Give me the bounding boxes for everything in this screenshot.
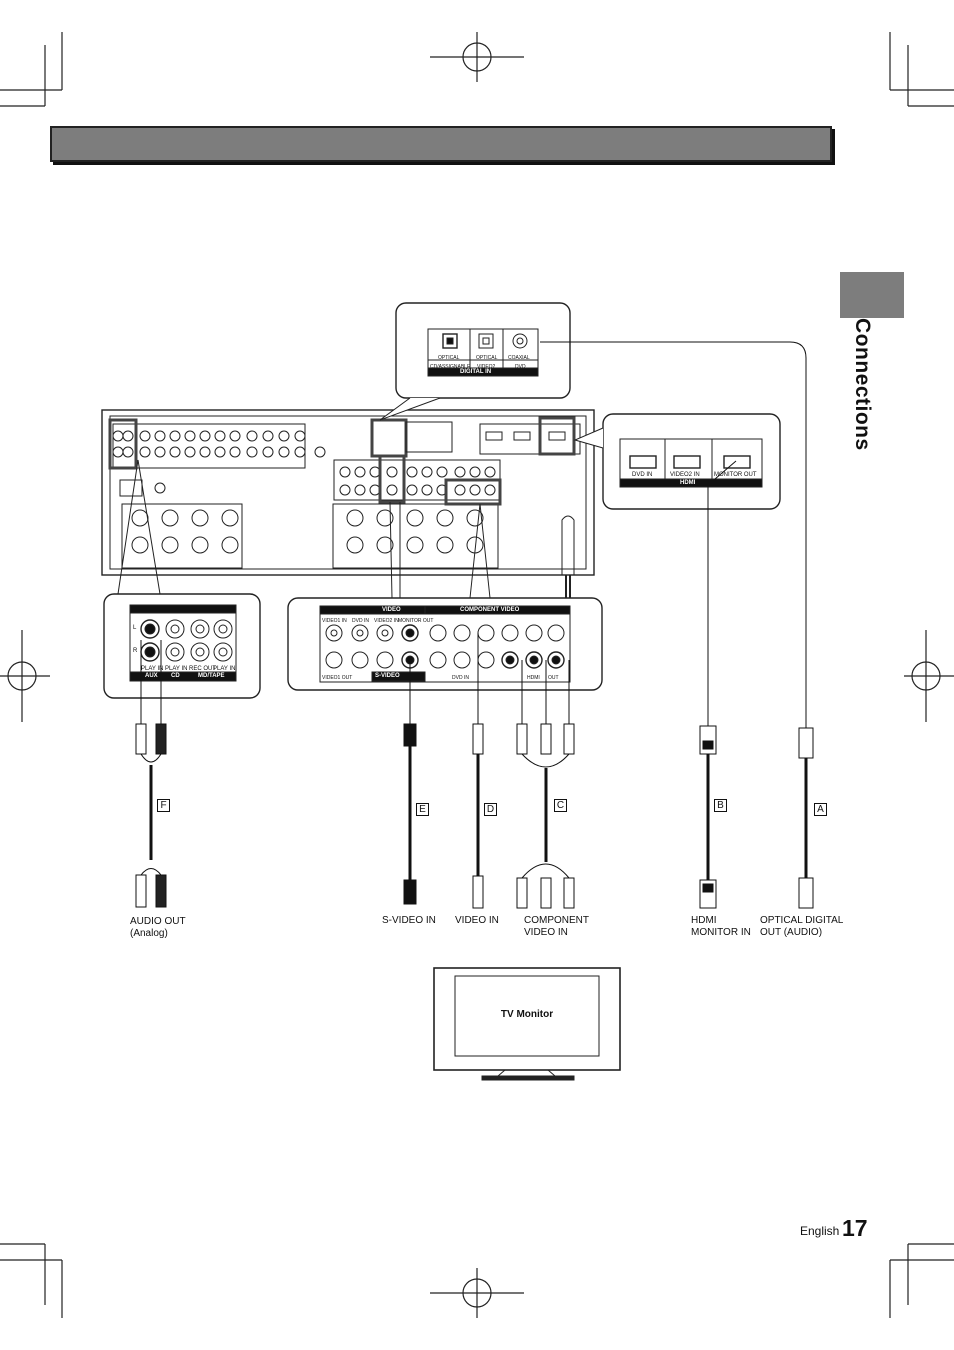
video-callout [287, 501, 603, 691]
video-monitor-out-label: MONITOR OUT [398, 618, 434, 624]
receiver-rear-panel [101, 409, 595, 576]
component-hdmi-label: HDMI [527, 675, 540, 681]
header-bar [50, 126, 832, 162]
receiver-speaker-terminals [121, 503, 499, 569]
cables [135, 341, 814, 909]
digital-in-callout [379, 302, 571, 421]
hdmi-callout [573, 413, 781, 510]
audio-channel-r-label: R [133, 648, 138, 654]
receiver-audio-jacks [112, 423, 326, 469]
audio-rec-out-label: REC OUT [189, 666, 216, 672]
digital-optical-1-label: OPTICAL [438, 355, 460, 361]
cable-f-label: AUDIO OUT (Analog) [130, 916, 186, 939]
section-title: Connections [851, 318, 874, 451]
tv-monitor-label: TV Monitor [500, 1009, 554, 1020]
audio-callout [103, 459, 261, 699]
page-number: 17 [842, 1215, 868, 1241]
hdmi-group-label: HDMI [680, 480, 696, 486]
cable-letter-b: B [714, 799, 727, 812]
digital-in-group-label: DIGITAL IN [460, 369, 492, 375]
cable-letter-a: A [814, 803, 827, 816]
cable-d-label: VIDEO IN [455, 915, 499, 926]
component-dvd-in-label: DVD IN [452, 675, 469, 681]
cable-letter-d: D [484, 803, 497, 816]
cable-letter-e: E [416, 803, 429, 816]
audio-cd-play-in-label: PLAY IN [165, 666, 188, 672]
cable-e-label: S-VIDEO IN [382, 915, 436, 926]
hdmi-monitor-out-label: MONITOR OUT [714, 472, 757, 478]
audio-md-play-in-label: PLAY IN [213, 666, 236, 672]
digital-coaxial-label: COAXIAL [508, 355, 530, 361]
audio-aux-group-label: AUX [145, 673, 158, 679]
video1-in-label: VIDEO1 IN [322, 618, 347, 624]
video-dvd-in-label: DVD IN [352, 618, 369, 624]
hdmi-video2-in-label: VIDEO2 IN [670, 472, 700, 478]
footer-language: English [800, 1224, 840, 1238]
audio-cd-group-label: CD [171, 673, 180, 679]
svideo-group-label: S-VIDEO [375, 673, 400, 679]
cable-letter-f: F [157, 799, 170, 812]
digital-source-1-label: CD/ASSIGNABLE [430, 364, 471, 370]
audio-aux-play-in-label: PLAY IN [141, 666, 164, 672]
video1-out-label: VIDEO1 OUT [322, 675, 353, 681]
cable-c-label: COMPONENT VIDEO IN [524, 915, 589, 938]
digital-source-2-label: VIDEO2 [477, 364, 496, 370]
component-out-label: OUT [548, 675, 559, 681]
cable-b-label: HDMI MONITOR IN [691, 915, 751, 938]
audio-md-tape-group-label: MD/TAPE [198, 673, 225, 679]
section-tab [840, 272, 904, 318]
digital-source-3-label: DVD [515, 364, 526, 370]
cable-a-label: OPTICAL DIGITAL OUT (AUDIO) [760, 915, 844, 938]
cable-letter-c: C [554, 799, 567, 812]
hdmi-dvd-in-label: DVD IN [632, 472, 653, 478]
digital-optical-2-label: OPTICAL [476, 355, 498, 361]
video-header-label: VIDEO [382, 607, 401, 613]
component-header-label: COMPONENT VIDEO [460, 607, 520, 613]
video2-in-label: VIDEO2 IN [374, 618, 399, 624]
audio-channel-l-label: L [133, 625, 137, 631]
tv-monitor-drawing [433, 967, 621, 1081]
